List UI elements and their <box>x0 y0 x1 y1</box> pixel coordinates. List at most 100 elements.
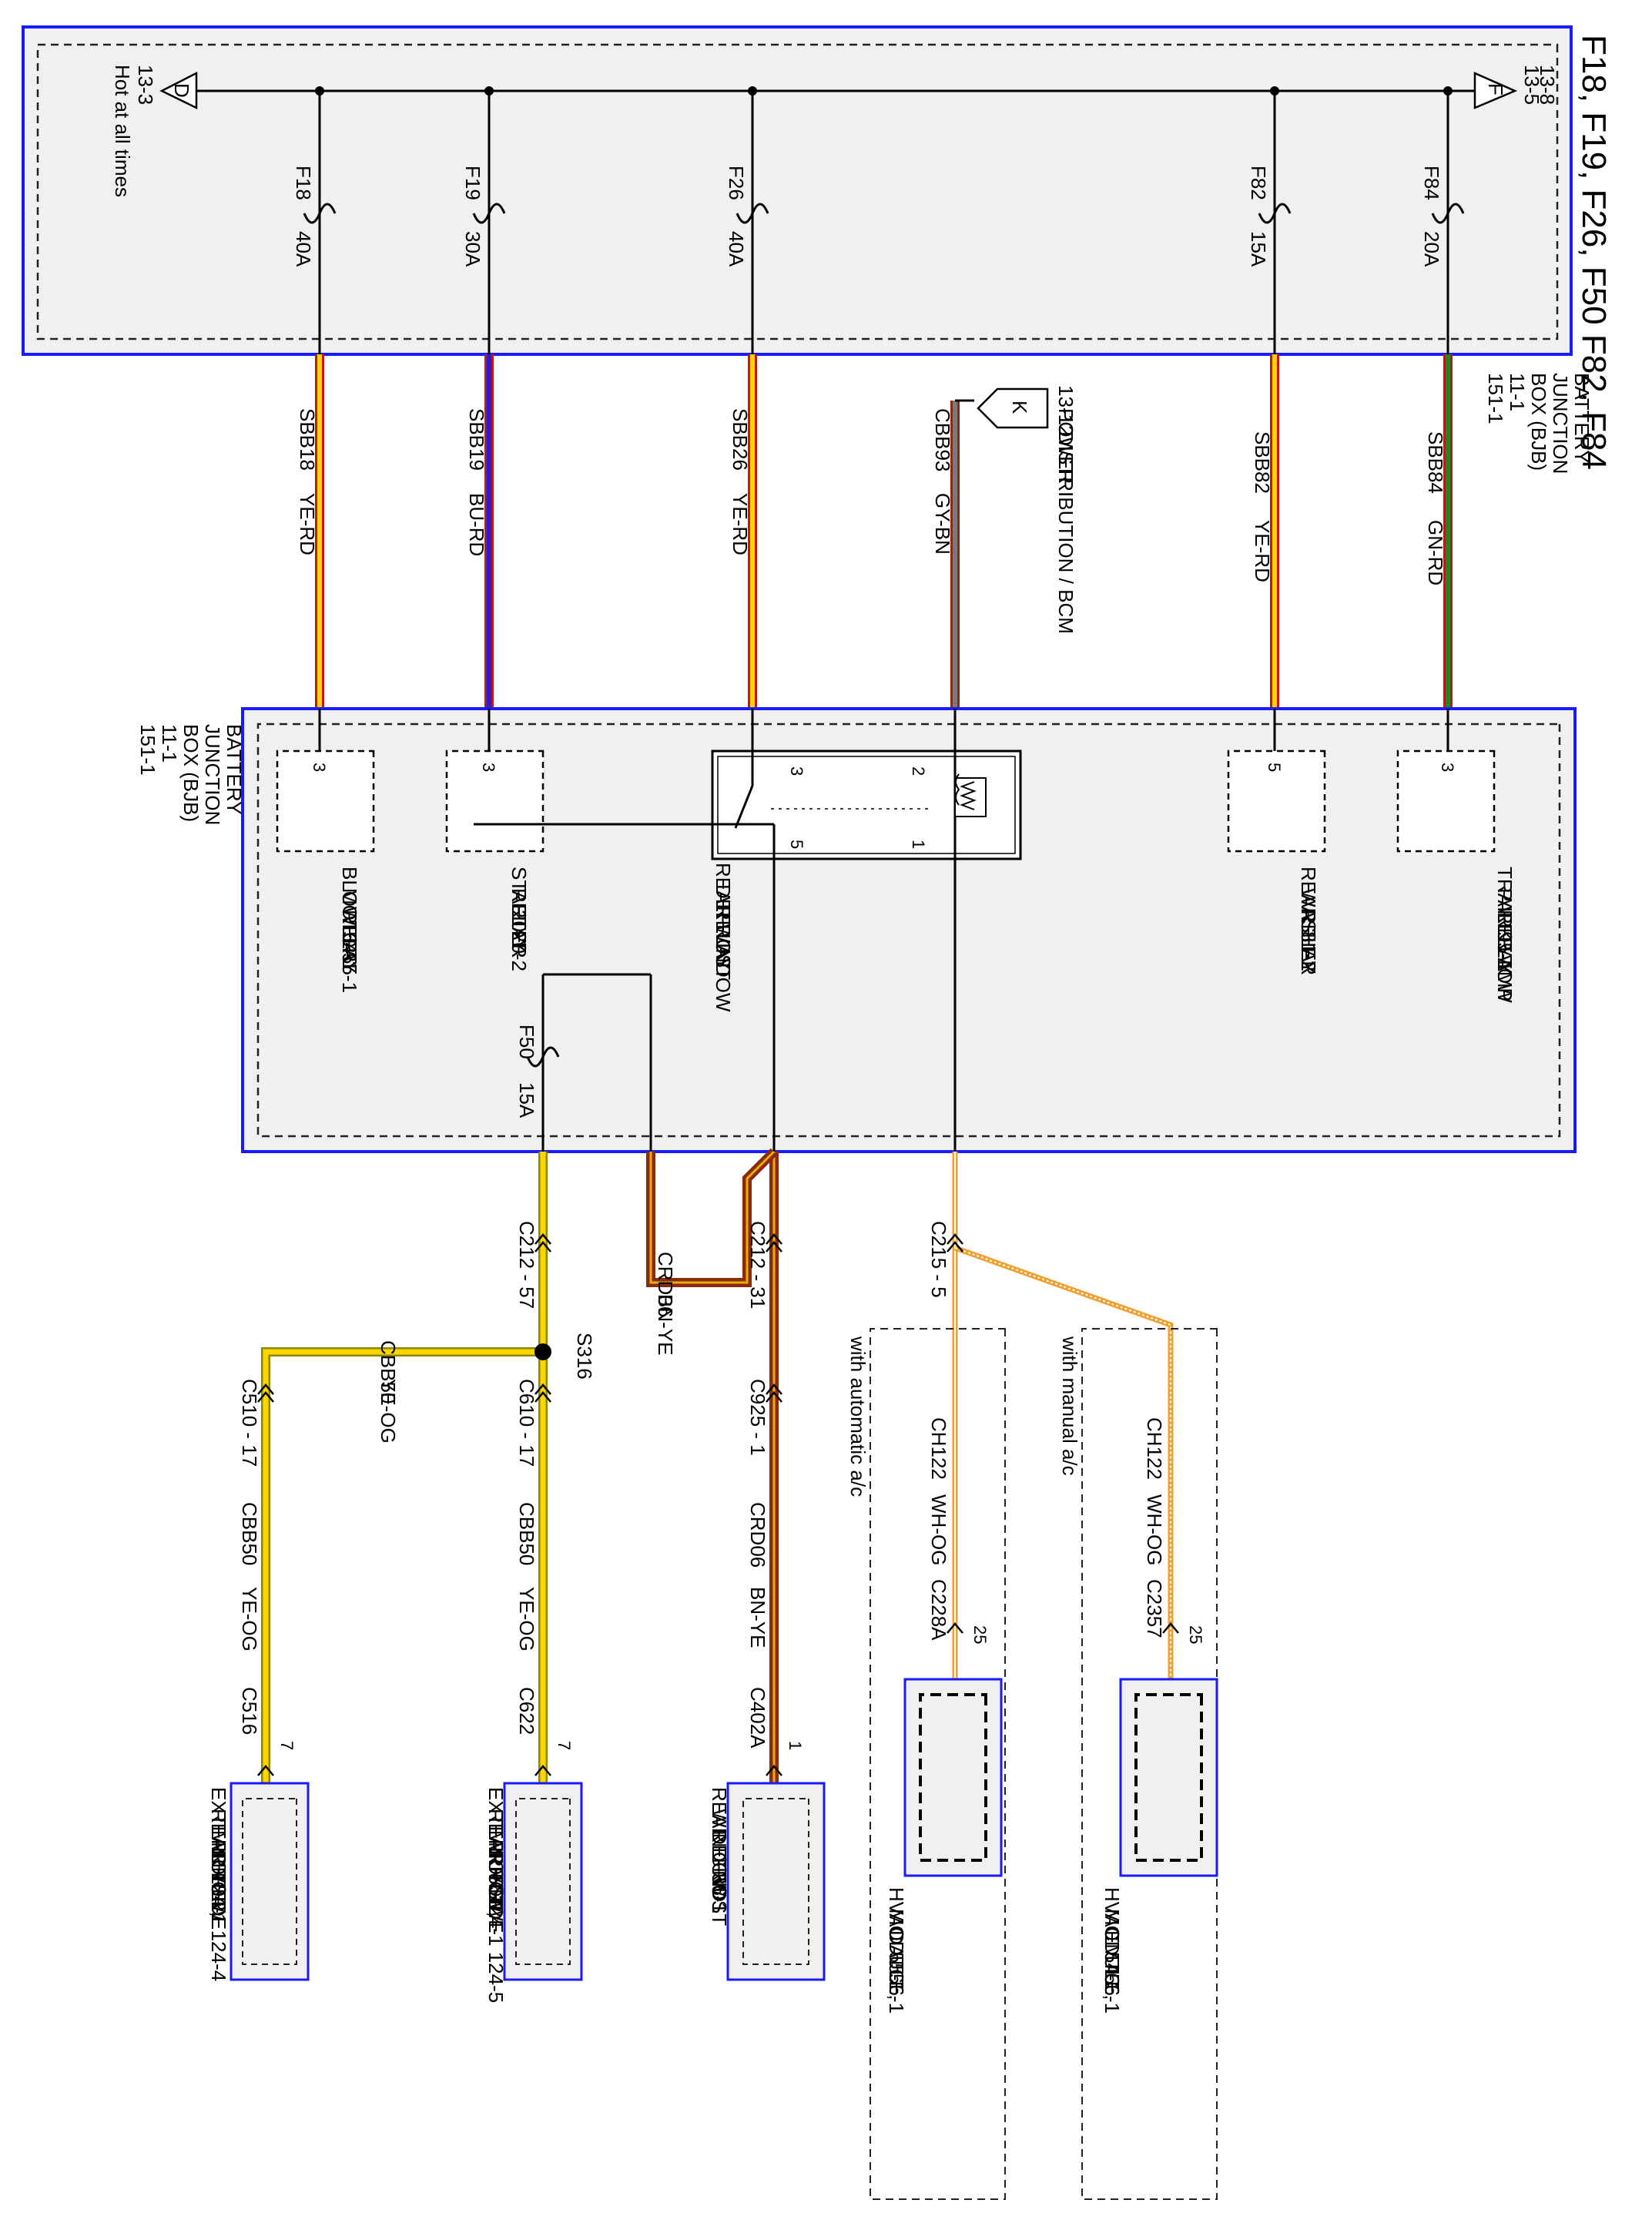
bjb-bottom-label: BATTERY JUNCTION BOX (BJB) 11-1 151-1 <box>136 724 246 825</box>
svg-text:C2357: C2357 <box>1143 1579 1166 1638</box>
connector-arrows <box>257 1233 1179 1776</box>
svg-text:15A: 15A <box>1247 231 1270 267</box>
svg-text:30A: 30A <box>461 231 484 267</box>
svg-text:13-5: 13-5 <box>1520 65 1543 105</box>
svg-text:C622: C622 <box>515 1687 538 1735</box>
svg-text:F84: F84 <box>1420 166 1443 200</box>
svg-text:C402A: C402A <box>746 1687 769 1749</box>
svg-text:7: 7 <box>555 1741 574 1750</box>
svg-text:MODULE,: MODULE, <box>885 1909 908 2000</box>
svg-text:with manual a/c: with manual a/c <box>1058 1336 1081 1476</box>
relay-names: BLOWER MOTOR RELAY 54-1 55-1 STARTER REL… <box>338 867 1516 1003</box>
svg-text:BATTERY: BATTERY <box>223 724 246 815</box>
svg-text:RELAY: RELAY <box>338 910 361 974</box>
svg-text:WASHER: WASHER <box>1297 888 1320 975</box>
svg-text:SBB82: SBB82 <box>1251 431 1274 494</box>
svg-text:D: D <box>170 83 193 98</box>
svg-text:56-1: 56-1 <box>1101 1974 1124 2014</box>
svg-text:54-1: 54-1 <box>338 931 361 971</box>
f50-fuse: F50 15A <box>515 973 652 1152</box>
svg-text:CBB50: CBB50 <box>377 1340 400 1403</box>
svg-text:GN-RD: GN-RD <box>1424 520 1447 585</box>
relay-pins: 3 3 5 3 <box>310 763 1457 772</box>
svg-text:Hot at all times: Hot at all times <box>111 65 134 197</box>
svg-text:REAR WINDOW: REAR WINDOW <box>712 863 735 1012</box>
svg-text:MOTOR: MOTOR <box>338 888 361 962</box>
svg-text:WH-OG: WH-OG <box>1143 1494 1166 1565</box>
svg-text:DEFROST: DEFROST <box>708 1830 731 1926</box>
svg-text:1: 1 <box>786 1741 805 1750</box>
s316-splice: S316 <box>534 1333 596 1380</box>
svg-text:RELAY: RELAY <box>712 906 735 970</box>
wire-labels-top: SBB18 YE-RD SBB19 BU-RD SBB26 YE-RD CBB9… <box>296 408 1447 585</box>
svg-text:JUNCTION: JUNCTION <box>1549 373 1572 474</box>
svg-text:with automatic a/c: with automatic a/c <box>846 1336 870 1497</box>
wire-labels-bottom: CRD06 BN-YE CRD06 BN-YE CBB50 YE-OG CBB5… <box>238 1252 1166 1652</box>
svg-text:MIRROR,: MIRROR, <box>207 1830 230 1917</box>
svg-text:CRD06: CRD06 <box>746 1502 769 1568</box>
svg-text:WH-OG: WH-OG <box>927 1494 950 1565</box>
bjb-top-box <box>22 25 1573 356</box>
svg-text:RELAY: RELAY <box>508 888 531 952</box>
svg-text:BN-YE: BN-YE <box>746 1587 769 1648</box>
relay-blocks <box>276 750 1496 853</box>
svg-text:2: 2 <box>909 766 928 776</box>
svg-text:S316: S316 <box>573 1333 596 1380</box>
svg-text:BN-YE: BN-YE <box>654 1294 677 1355</box>
svg-text:YE-RD: YE-RD <box>1251 520 1274 582</box>
ref-d-marker: D 13-3 Hot at all times <box>111 65 198 197</box>
svg-text:BOX (BJB): BOX (BJB) <box>179 724 203 822</box>
component-names: EXTERIOR REAR VIEW MIRROR, LH SIDE 124-1… <box>207 1787 1124 2014</box>
junction-dots <box>315 86 1453 96</box>
svg-text:GY-BN: GY-BN <box>931 493 954 555</box>
fuse-drops <box>318 91 1449 354</box>
svg-text:YE-OG: YE-OG <box>238 1587 261 1652</box>
svg-text:REAR VIEW: REAR VIEW <box>484 1809 508 1921</box>
svg-text:C212 - 57: C212 - 57 <box>515 1221 538 1309</box>
svg-text:WINDOW: WINDOW <box>708 1809 731 1897</box>
svg-text:BATTERY: BATTERY <box>1570 373 1593 464</box>
wires-top <box>315 354 1453 709</box>
svg-text:REAR VIEW: REAR VIEW <box>207 1809 230 1921</box>
svg-text:BU-RD: BU-RD <box>465 493 488 556</box>
svg-text:F18: F18 <box>292 166 315 200</box>
svg-text:F26: F26 <box>725 166 748 200</box>
svg-text:15A: 15A <box>515 1082 538 1118</box>
diagram-title: F18, F19, F26, F50 F82, F84 <box>1575 35 1613 470</box>
svg-text:151-1: 151-1 <box>1484 373 1507 424</box>
svg-text:YE-OG: YE-OG <box>515 1587 538 1652</box>
svg-text:SBB84: SBB84 <box>1424 431 1447 494</box>
relay-leads <box>318 709 1449 751</box>
svg-text:DEFROST: DEFROST <box>712 884 735 980</box>
svg-text:25: 25 <box>1186 1625 1205 1644</box>
svg-text:C610 - 17: C610 - 17 <box>515 1379 538 1467</box>
svg-text:SBB18: SBB18 <box>296 408 319 471</box>
svg-text:95-1: 95-1 <box>1493 931 1516 971</box>
svg-text:EXTERIOR: EXTERIOR <box>207 1787 230 1890</box>
svg-text:GRID: GRID <box>708 1852 731 1902</box>
svg-text:56-1: 56-1 <box>484 1873 508 1913</box>
svg-text:5: 5 <box>787 840 806 849</box>
svg-text:3: 3 <box>1438 763 1457 772</box>
svg-text:F50: F50 <box>515 1024 538 1059</box>
svg-text:EXTERIOR: EXTERIOR <box>484 1787 508 1890</box>
svg-text:HVAC: HVAC <box>885 1887 908 1941</box>
fuse-symbols <box>303 203 1465 224</box>
bjb-top-label: BATTERY JUNCTION BOX (BJB) 11-1 151-1 <box>1484 373 1593 474</box>
option-labels: with automatic a/c with manual a/c <box>846 1336 1081 1497</box>
svg-text:7: 7 <box>277 1741 297 1750</box>
fuse-labels: F18 40A F19 30A F26 40A F82 15A F84 20A <box>292 166 1443 267</box>
svg-text:CH122: CH122 <box>927 1417 950 1480</box>
svg-text:F19: F19 <box>461 166 484 200</box>
connector-labels: C212 - 57 C610 - 17 C510 - 17 C212 - 31 … <box>238 1221 1205 1750</box>
svg-text:STARTER: STARTER <box>508 867 531 958</box>
svg-text:YE-OG: YE-OG <box>377 1379 400 1444</box>
svg-text:20A: 20A <box>1420 231 1443 267</box>
svg-text:55-1: 55-1 <box>338 953 361 993</box>
svg-text:LH SIDE: LH SIDE <box>207 1852 230 1930</box>
svg-text:C228A: C228A <box>927 1579 950 1641</box>
svg-text:SBB26: SBB26 <box>729 408 752 471</box>
svg-text:BLOWER: BLOWER <box>338 867 361 954</box>
